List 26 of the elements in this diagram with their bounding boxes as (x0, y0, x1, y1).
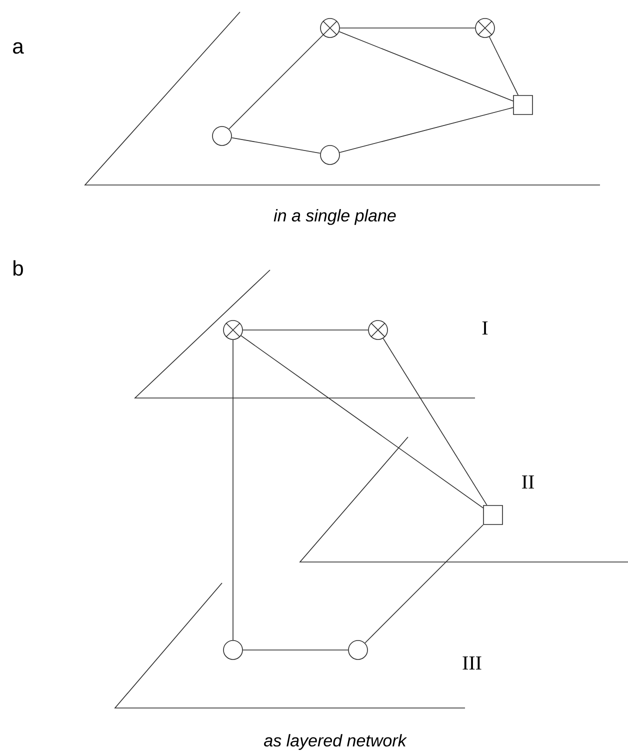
crossed-circle (223, 320, 243, 340)
caption: as layered network (264, 734, 408, 750)
layer-numeral: I (482, 321, 488, 335)
panel-letter: a (13, 42, 24, 54)
connector-line (231, 137, 321, 154)
connector-line (232, 340, 234, 640)
connector-line (228, 34, 324, 130)
crossed-circle (320, 18, 340, 38)
layer-numeral: III (462, 656, 482, 670)
circle-node (348, 640, 368, 660)
circle-node (212, 126, 232, 146)
connector-line (364, 524, 484, 644)
circle-node (320, 145, 340, 165)
circle-node (223, 640, 243, 660)
square-node (513, 95, 533, 115)
crossed-circle (475, 18, 495, 38)
connector-line (240, 335, 484, 508)
square-node (483, 505, 503, 525)
crossed-circle (368, 320, 388, 340)
layer-numeral: II (522, 475, 534, 489)
caption: in a single plane (274, 209, 396, 225)
panel-letter: b (14, 260, 23, 276)
connector-line (339, 107, 514, 153)
connector-line (488, 36, 519, 96)
connector-line (382, 338, 488, 506)
connector-line (338, 31, 514, 102)
